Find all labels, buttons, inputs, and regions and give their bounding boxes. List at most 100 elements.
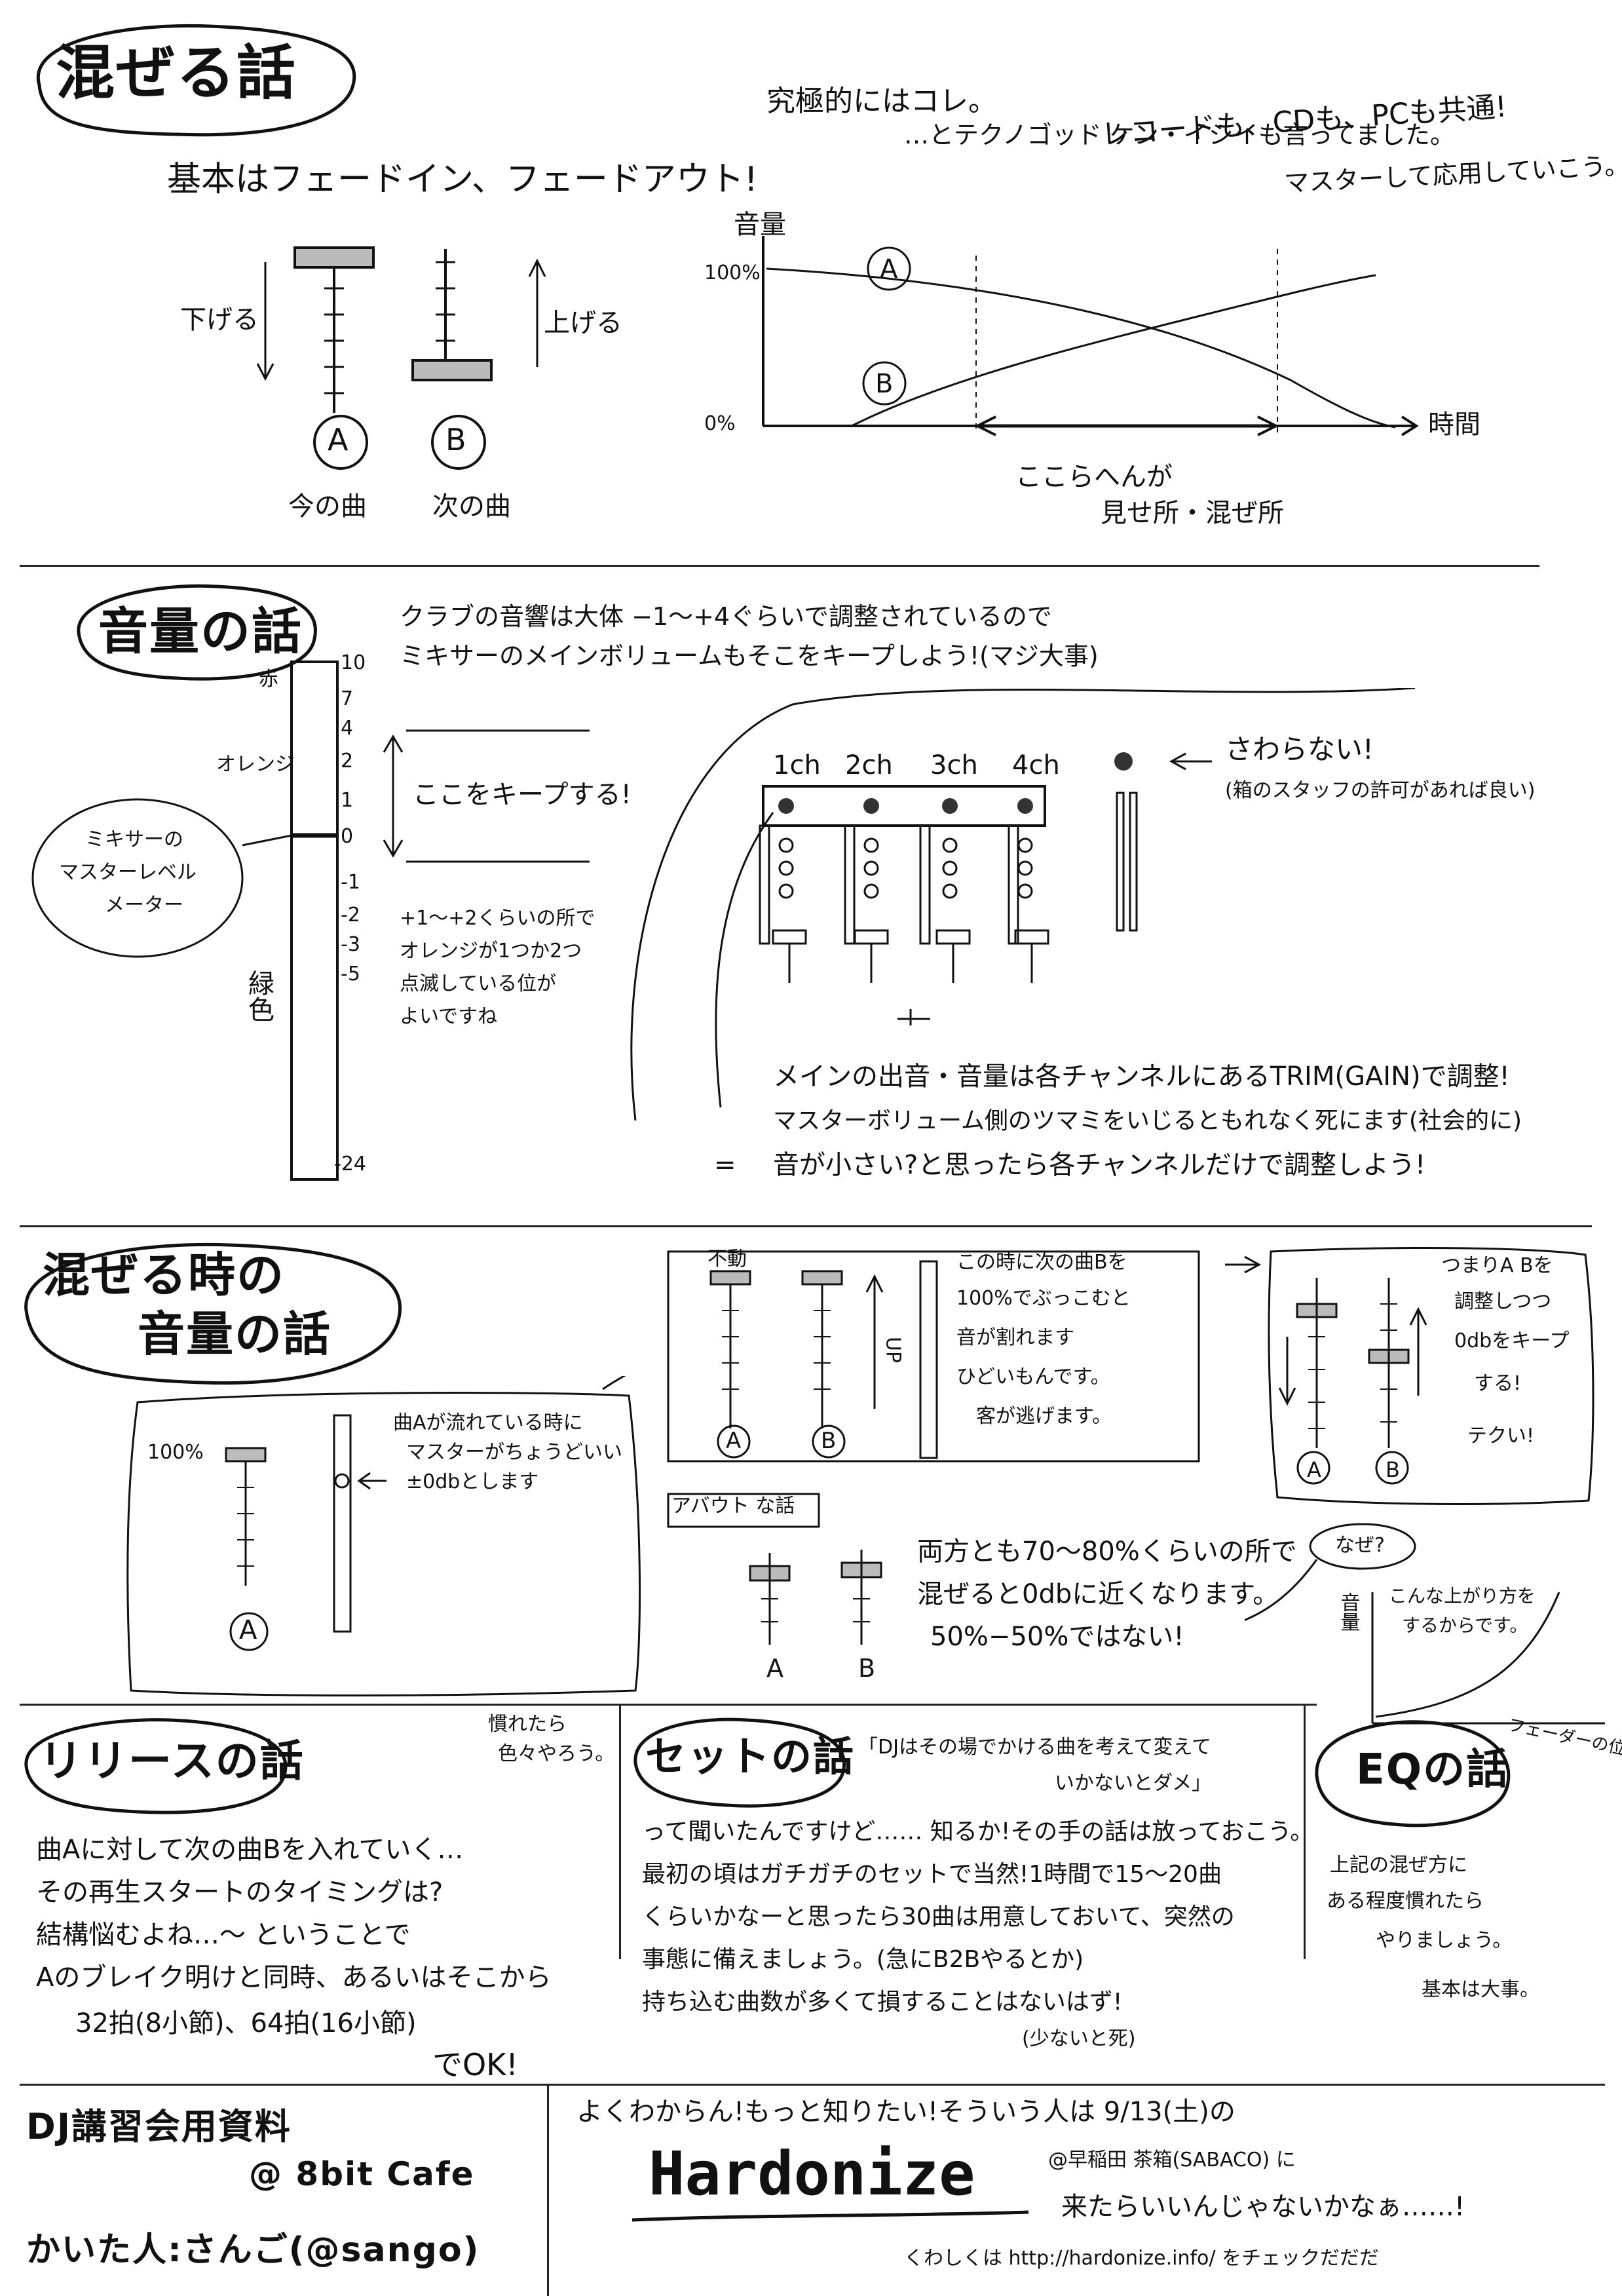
eq-line-1: 上記の混ぜ方に [1330, 1854, 1467, 1877]
label-rough: アバウト な話 [671, 1495, 795, 1518]
divider-v-2 [1304, 1704, 1306, 1959]
caption-next-track: 次の曲 [432, 491, 511, 522]
divider-v-3 [547, 2084, 549, 2296]
footer-venue-cafe: @ 8bit Cafe [249, 2155, 475, 2193]
text-trim-equals: = [714, 1150, 736, 1180]
footer-doc-name: DJ講習会用資料 [26, 2106, 292, 2147]
text-both-2: 混ぜると0dbに近くなります。 [917, 1579, 1279, 1609]
text-good-5: テクい! [1467, 1425, 1535, 1447]
label-down: 下げる [180, 305, 259, 335]
text-basic: 基本はフェードイン、フェードアウト! [167, 160, 758, 199]
title-bubble-volume [77, 584, 317, 681]
graph-100-label: 100% [704, 261, 761, 284]
set-quote-2: いかないとダメ」 [1055, 1772, 1212, 1795]
footer-author: かいた人:さんご(@sango) [26, 2230, 480, 2270]
tick-10: 10 [341, 651, 366, 674]
mixer-1ch: 1ch [773, 750, 821, 780]
divider-3 [20, 1704, 1317, 1706]
set-line-2: 最初の頃はガチガチのセットで当然!1時間で15〜20曲 [642, 1861, 1222, 1888]
set-line-6: (少ないと死) [1022, 2027, 1136, 2050]
text-both-3: 50%−50%ではない! [930, 1622, 1184, 1652]
text-club-1: クラブの音響は大体 −1〜+4ぐらいで調整されているので [400, 602, 1052, 631]
tick-2: 2 [341, 750, 354, 773]
graph-x-label: 時間 [1428, 410, 1481, 440]
release-line-2: その再生スタートのタイミングは? [36, 1877, 443, 1907]
eq-line-3: やりましょう。 [1376, 1929, 1513, 1952]
box-bad-case [667, 1250, 1200, 1463]
graph-y-label: 音量 [734, 210, 786, 240]
footer-more-info: よくわからん!もっと知りたい!そういう人は 9/13(土)の [576, 2097, 1235, 2127]
text-techno: …とテクノゴッド ケン・イシイも言ってました。 [904, 121, 1455, 149]
divider-2 [20, 1225, 1592, 1227]
text-trim-1: メインの出音・音量は各チャンネルにあるTRIM(GAIN)で調整! [773, 1062, 1510, 1092]
text-curve-1: こんな上がり方を [1389, 1585, 1536, 1607]
text-trim-3: 音が小さい?と思ったら各チャンネルだけで調整しよう! [773, 1150, 1426, 1180]
box-good-case [1225, 1247, 1594, 1505]
playing-label-a: A [239, 1615, 257, 1645]
release-line-4: Aのブレイク明けと同時、あるいはそこから [36, 1962, 552, 1993]
title-bubble-mix-volume [24, 1242, 402, 1385]
bubble-line-3: メーター [105, 894, 183, 917]
label-up: 上げる [544, 308, 622, 338]
text-good-3: 0dbをキープ [1454, 1330, 1570, 1352]
text-good-4: する! [1474, 1372, 1522, 1395]
text-blink-1: +1〜+2くらいの所で [400, 907, 595, 930]
tick-minus-1: -1 [341, 871, 360, 894]
text-bad-4: ひどいもんです。 [956, 1366, 1110, 1388]
section-title-mix-volume-2: 音量の話 [138, 1307, 332, 1362]
divider-4 [20, 2084, 1605, 2086]
text-both-1: 両方とも70〜80%くらいの所で [917, 1537, 1297, 1567]
box-playing [126, 1376, 641, 1696]
text-blink-2: オレンジが1つか2つ [400, 940, 582, 963]
tick-4: 4 [341, 717, 354, 740]
text-curve-2: するからです。 [1402, 1615, 1528, 1636]
divider-v-1 [619, 1704, 621, 1959]
text-blink-3: 点滅している位が [400, 972, 557, 995]
bad-label-a: A [726, 1428, 742, 1454]
graph-0-label: 0% [704, 412, 736, 435]
text-trim-2: マスターボリューム側のツマミをいじるともれなく死にます(社会的に) [773, 1107, 1522, 1134]
title-bubble-mixing [36, 24, 356, 137]
meter-green: 緑色 [244, 970, 274, 1022]
tick-minus-3: -3 [341, 933, 360, 956]
label-fixed: 不動 [707, 1248, 747, 1271]
label-a: A [328, 422, 349, 457]
label-100-pct: 100% [147, 1441, 204, 1464]
eq-line-2: ある程度慣れたら [1327, 1890, 1484, 1913]
bad-label-b: B [821, 1428, 837, 1454]
set-quote-1: 「DJはその場でかける曲を考えて変えて [858, 1736, 1211, 1759]
good-label-a: A [1307, 1457, 1321, 1482]
graph-a-label: A [880, 254, 898, 284]
set-line-3: くらいかなーと思ったら30曲は用意しておいて、突然の [642, 1904, 1235, 1930]
section-title-release: リリースの話 [39, 1736, 305, 1786]
title-bubble-release [24, 1718, 288, 1814]
release-line-5: 32拍(8小節)、64拍(16小節) [75, 2008, 417, 2038]
text-bad-3: 音が割れます [956, 1326, 1074, 1349]
tick-minus-24: -24 [334, 1153, 366, 1176]
text-bad-5: 客が逃げます。 [976, 1405, 1112, 1428]
bubble-line-2: マスターレベル [59, 861, 197, 884]
caption-current-track: 今の曲 [288, 491, 367, 522]
good-label-b: B [1386, 1457, 1400, 1482]
rough-sketch [667, 1493, 882, 1645]
rough-label-b: B [858, 1654, 876, 1683]
fader-sketch [256, 246, 546, 470]
highlight-1: ここらへんが [1015, 462, 1173, 492]
label-b: B [445, 422, 466, 457]
meter-red: 赤 [259, 668, 278, 691]
meter-orange: オレンジ [216, 753, 295, 776]
tick-0: 0 [341, 825, 354, 848]
bubble-line-1: ミキサーの [85, 828, 183, 851]
label-volume: 音量 [1336, 1592, 1360, 1632]
footer-venue: @早稲田 茶箱(SABACO) に [1048, 2149, 1296, 2172]
section-title-volume: 音量の話 [98, 602, 303, 660]
section-title-set: セットの話 [645, 1732, 856, 1780]
highlight-2: 見せ所・混ぜ所 [1101, 498, 1284, 528]
rough-label-a: A [766, 1654, 783, 1683]
text-keep: ここをキープする! [413, 780, 632, 810]
level-meter-sketch [31, 660, 590, 1181]
tick-7: 7 [341, 687, 354, 710]
event-underline [632, 2210, 1029, 2222]
text-club-2: ミキサーのメインボリュームもそこをキープしよう!(マジ大事) [400, 641, 1099, 670]
mixer-2ch: 2ch [845, 750, 893, 780]
